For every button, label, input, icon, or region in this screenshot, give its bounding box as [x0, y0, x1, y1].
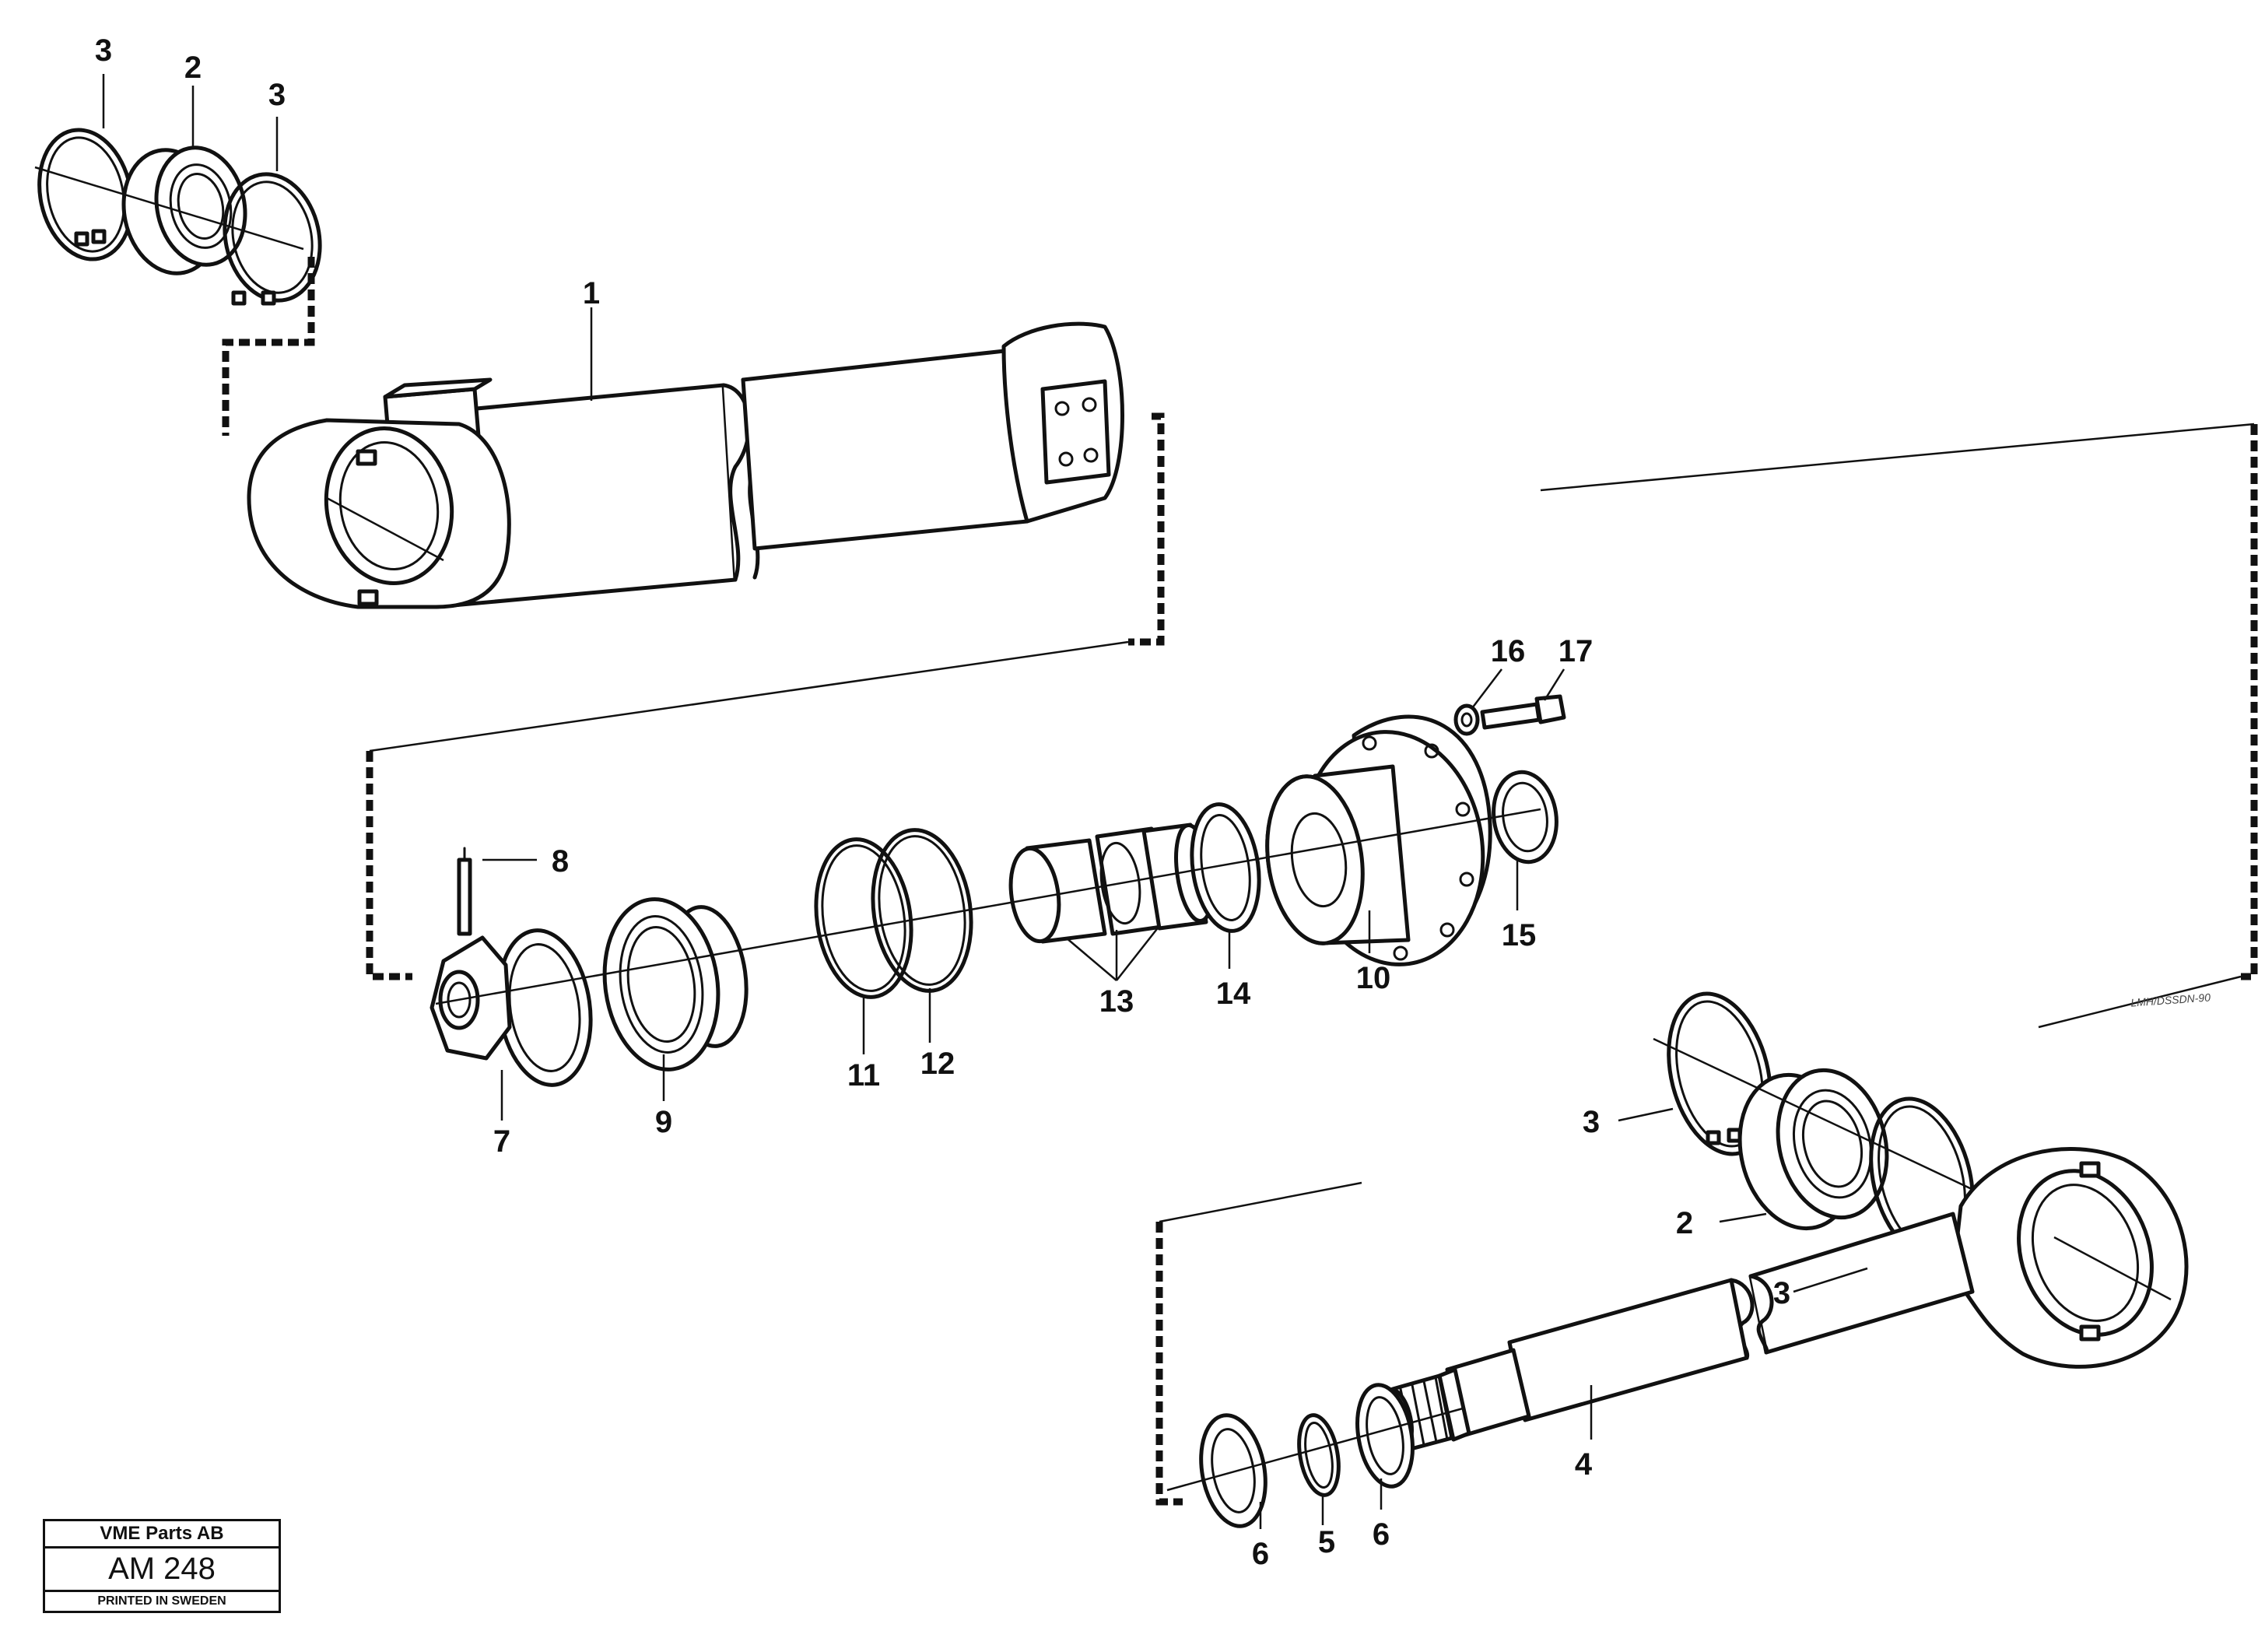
seal-6-left — [1199, 1413, 1267, 1528]
callout-6: 6 — [1252, 1537, 1269, 1571]
group-line-piston-left — [366, 751, 412, 980]
cylinder-tube — [247, 321, 1124, 609]
retaining-ring-top-left-b — [223, 172, 322, 306]
group-lines — [222, 257, 2258, 1506]
o-ring-11 — [814, 837, 913, 999]
guide-ring-14 — [1190, 802, 1261, 933]
piston-nut — [430, 928, 593, 1087]
callout-3: 3 — [268, 78, 286, 112]
axis-line-lower-right — [1653, 1037, 2000, 1204]
axis-line-eye-left — [326, 496, 444, 562]
rod-seal-set — [1166, 1383, 1464, 1528]
title-block-company: VME Parts AB — [45, 1521, 279, 1549]
title-block: VME Parts AB AM 248 PRINTED IN SWEDEN — [43, 1519, 281, 1613]
callout-11: 11 — [847, 1058, 880, 1093]
group-line-rod-left — [1155, 1222, 1183, 1506]
group-line-rod-top — [1159, 1181, 1362, 1223]
callout-5: 5 — [1318, 1525, 1335, 1559]
group-line-piston-bottom — [2038, 975, 2242, 1029]
callout-1: 1 — [583, 276, 600, 310]
callout-9: 9 — [655, 1105, 672, 1139]
callout-leaders — [102, 74, 1868, 1529]
group-line-cylinder-right — [1128, 412, 1165, 646]
washer-16 — [1453, 703, 1480, 736]
group-line-top-left — [222, 257, 315, 436]
callout-labels: 3 2 3 1 8 7 9 11 12 13 14 10 15 16 17 3 … — [95, 33, 2211, 1571]
callout-6: 6 — [1373, 1517, 1390, 1552]
o-ring-12 — [871, 828, 973, 993]
bearing-set-top-left — [34, 128, 322, 306]
callout-15: 15 — [1502, 918, 1537, 952]
callout-4: 4 — [1575, 1447, 1593, 1482]
callout-13: 13 — [1099, 984, 1134, 1019]
callout-3: 3 — [1583, 1105, 1600, 1139]
piston-rod — [1380, 1147, 2189, 1453]
retaining-ring-top-left-a — [37, 128, 134, 261]
cylinder-head — [1265, 714, 1492, 966]
group-line-piston-top — [1540, 423, 2255, 492]
drawing-reference: LMH/DSSDN-90 — [2130, 991, 2211, 1008]
axis-line-top-left — [34, 166, 304, 251]
callout-8: 8 — [552, 844, 569, 879]
axis-line-rod-seals — [1166, 1407, 1464, 1492]
title-block-printed: PRINTED IN SWEDEN — [97, 1594, 226, 1608]
callout-2: 2 — [1676, 1206, 1693, 1240]
callout-3: 3 — [1773, 1276, 1790, 1310]
guide-bushing — [602, 897, 749, 1072]
callout-7: 7 — [493, 1124, 510, 1159]
axis-line-rod-eye — [2053, 1236, 2172, 1301]
callout-16: 16 — [1491, 634, 1526, 668]
axis-line-piston — [435, 808, 1541, 1005]
callout-12: 12 — [920, 1047, 955, 1081]
callout-17: 17 — [1559, 634, 1594, 668]
callout-10: 10 — [1356, 961, 1391, 995]
bearing-set-lower-right — [1653, 991, 2000, 1261]
title-block-code: AM 248 — [45, 1549, 279, 1592]
callout-3: 3 — [95, 33, 112, 68]
piston-assembly — [430, 694, 1566, 1087]
callout-14: 14 — [1216, 977, 1251, 1011]
piston-seal-set — [1008, 822, 1215, 944]
group-line-piston-right — [2241, 424, 2258, 980]
group-line-cylinder-to-piston — [369, 640, 1129, 752]
callout-2: 2 — [184, 51, 202, 85]
lock-pin — [457, 847, 472, 936]
screw-17 — [1480, 694, 1566, 730]
spherical-bearing-lower-right — [1737, 1068, 1889, 1231]
seal-6-right — [1355, 1383, 1415, 1489]
seal-5 — [1297, 1413, 1341, 1497]
